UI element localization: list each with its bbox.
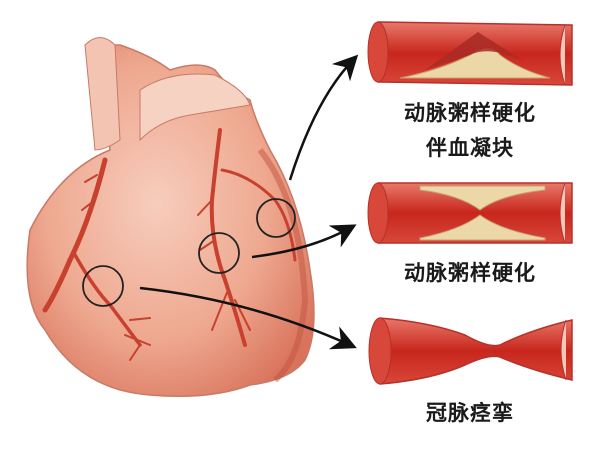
heart-shape xyxy=(26,37,315,397)
lesion-circle-top xyxy=(256,198,296,238)
vessel-plaque-clot xyxy=(367,21,573,86)
label-atherosclerosis-with-clot-line2: 伴血凝块 xyxy=(426,136,514,160)
arrow-middle xyxy=(251,224,357,259)
vessel-spasm xyxy=(368,317,573,385)
lesion-circle-bottom xyxy=(82,265,124,307)
lesion-circle-middle xyxy=(198,232,240,274)
label-atherosclerosis: 动脉粥样硬化 xyxy=(404,261,536,285)
label-atherosclerosis-with-clot-line1: 动脉粥样硬化 xyxy=(404,101,536,125)
label-coronary-spasm: 冠脉痉挛 xyxy=(426,401,514,425)
vessel-plaque-narrowing xyxy=(367,182,573,244)
arrow-top xyxy=(288,54,359,181)
coronary-arteries xyxy=(42,128,297,361)
lesion-markers xyxy=(82,198,296,307)
arrow-bottom xyxy=(139,286,357,350)
pointer-arrows xyxy=(139,54,359,350)
